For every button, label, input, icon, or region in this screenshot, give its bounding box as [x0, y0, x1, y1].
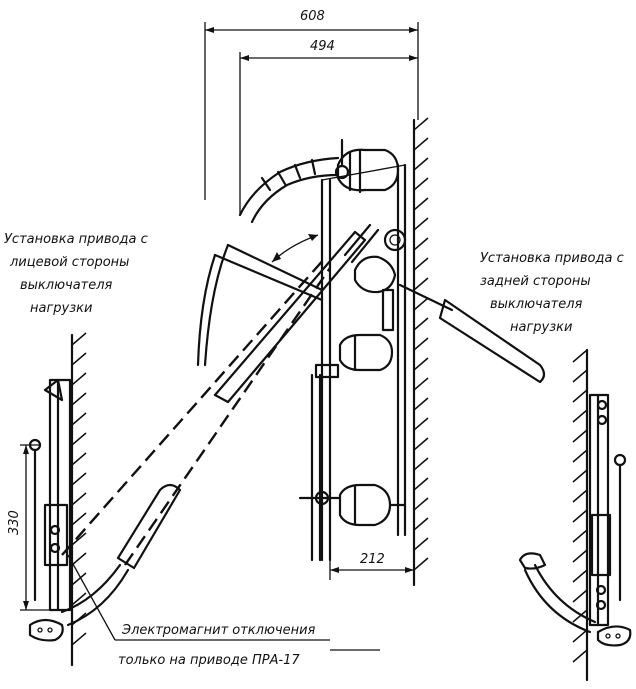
bottom-insulator [298, 483, 407, 527]
dimension-212: 212 [329, 552, 414, 580]
arc-chute [238, 156, 340, 224]
left-caption-line-3: выключателя [20, 278, 113, 293]
dim-label-212: 212 [360, 552, 385, 567]
dimension-330: 330 [7, 444, 50, 611]
diagonal-lever [213, 230, 367, 404]
swing-arc [271, 234, 319, 263]
dim-label-494: 494 [310, 39, 335, 54]
handle-open-position [196, 243, 324, 367]
note-leader [67, 554, 380, 651]
middle-insulator [343, 223, 407, 332]
right-caption: Установка привода с задней стороны выклю… [480, 251, 624, 335]
right-caption-line-4: нагрузки [510, 320, 572, 335]
lower-insulator [314, 333, 394, 379]
rods [310, 373, 322, 562]
bottom-note-line-1: Электромагнит отключения [121, 623, 316, 638]
right-caption-line-3: выключателя [490, 297, 583, 312]
switch-frame [320, 163, 407, 562]
left-caption-line-4: нагрузки [30, 301, 92, 316]
main-wall [412, 117, 429, 587]
bottom-note-line-2: только на приводе ПРА-17 [118, 653, 300, 668]
rear-handle-rod [398, 283, 546, 384]
right-wall [572, 348, 589, 682]
left-caption-line-1: Установка привода с [4, 232, 148, 247]
right-caption-line-2: задней стороны [480, 274, 591, 289]
left-caption-line-2: лицевой стороны [9, 255, 129, 270]
rear-drive-assembly [518, 393, 632, 647]
dim-label-608: 608 [300, 9, 325, 24]
right-caption-line-1: Установка привода с [480, 251, 624, 266]
dim-label-330: 330 [7, 510, 22, 535]
dashed-linkage [61, 257, 331, 566]
left-caption: Установка привода с лицевой стороны выкл… [4, 232, 148, 316]
dimension-608: 608 [204, 9, 419, 200]
bottom-note: Электромагнит отключения только на приво… [118, 623, 316, 668]
dimension-494: 494 [239, 39, 418, 215]
front-drive-assembly [28, 378, 182, 642]
left-wall [70, 332, 87, 667]
top-insulator [334, 138, 400, 194]
